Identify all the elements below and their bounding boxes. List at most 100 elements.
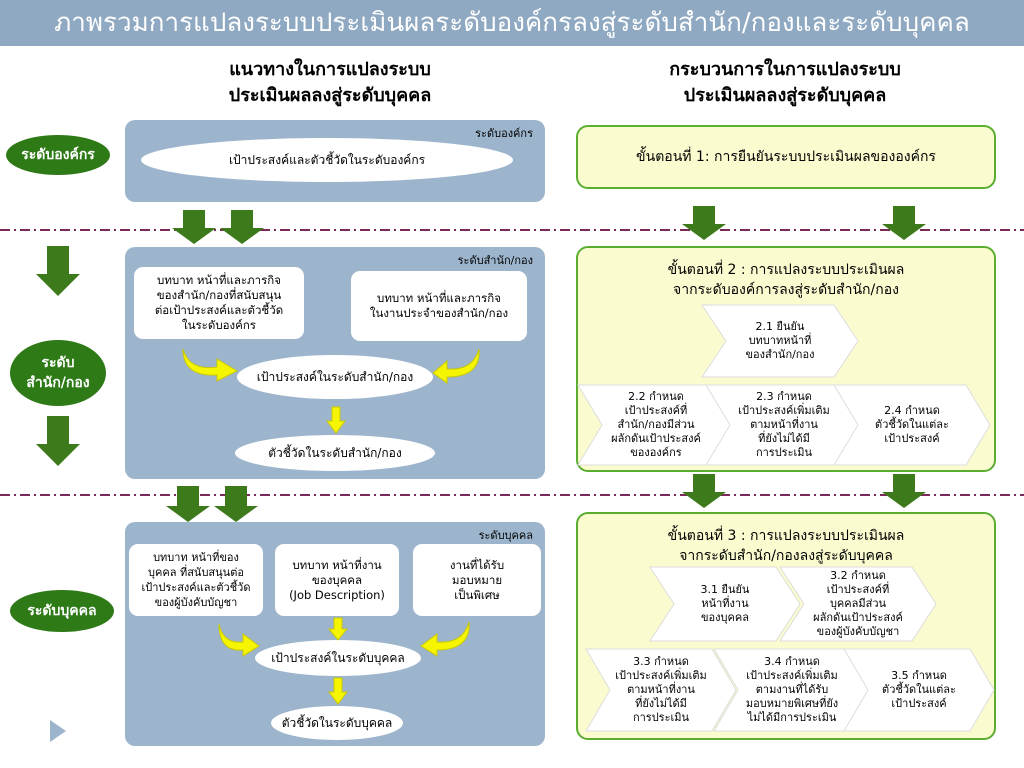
step-3-5-line-1: 3.5 กำหนด — [891, 669, 947, 682]
step-3-4-line-5: ไม่ได้มีการประเมิน — [747, 711, 837, 724]
chevron-step-icon — [649, 566, 801, 642]
step-3-title-line-1: ขั้นตอนที่ 3 : การแปลงระบบประเมินผล — [667, 528, 905, 544]
step-3-title-line-2: จากระดับสำนัก/กองลงสู่ระดับบุคคล — [679, 548, 893, 564]
step-2-3-line-3: ตามหน้าที่งาน — [750, 418, 818, 431]
step-2-3-line-4: ที่ยังไม่ได้มี — [758, 432, 810, 445]
person-panel: ระดับบุคคล บทบาท หน้าที่ของ บุคคล ที่สนั… — [125, 522, 545, 746]
step-3-3-line-4: ที่ยังไม่ได้มี — [635, 697, 687, 710]
left-heading-line-2: ประเมินผลลงสู่ระดับบุคคล — [228, 85, 432, 106]
division-role-line-2: ของสำนัก/กองที่สนับสนุน — [156, 288, 282, 302]
down-arrow-icon — [172, 210, 216, 244]
person-kpi-ellipse: ตัวชี้วัดในระดับบุคคล — [271, 706, 403, 740]
step-2-1-line-3: ของสำนัก/กอง — [745, 348, 815, 361]
division-kpi-text: ตัวชี้วัดในระดับสำนัก/กอง — [268, 445, 402, 460]
level-badge-org-label: ระดับองค์กร — [21, 147, 95, 163]
step-3-2-line-4: ผลักดันเป้าประสงค์ — [813, 611, 903, 624]
org-panel-label: ระดับองค์กร — [475, 127, 533, 140]
step-2-2-line-4: ผลักดันเป้าประสงค์ — [611, 432, 701, 445]
step-3-2-line-2: เป้าประสงค์ที่ — [826, 583, 890, 596]
step-3-1-line-2: หน้าที่งาน — [701, 597, 749, 610]
person-support-line-1: บทบาท หน้าที่ของ — [153, 551, 239, 564]
curved-arrow-icon — [218, 623, 260, 657]
person-support-box: บทบาท หน้าที่ของ บุคคล ที่สนับสนุนต่อ เป… — [129, 544, 263, 616]
level-badge-division: ระดับ สำนัก/กอง — [10, 340, 106, 406]
curved-arrow-icon — [432, 348, 480, 384]
step-2-4-chevron: 2.4 กำหนดตัวชี้วัดในแต่ละเป้าประสงค์ — [833, 384, 991, 466]
level-badge-division-line-2: สำนัก/กอง — [26, 375, 90, 391]
person-panel-label: ระดับบุคคล — [478, 529, 533, 542]
page-title: ภาพรวมการแปลงระบบประเมินผลระดับองค์กรลงส… — [54, 8, 970, 38]
step-3-3-line-1: 3.3 กำหนด — [633, 655, 689, 668]
left-heading: แนวทางในการแปลงระบบ ประเมินผลลงสู่ระดับบ… — [180, 57, 480, 109]
down-arrow-icon — [166, 486, 210, 522]
person-support-line-4: ของผู้บังคับบัญชา — [154, 596, 238, 609]
person-job-line-2: ของบุคคล — [311, 572, 363, 587]
step-3-2-line-5: ของผู้บังคับบัญชา — [816, 625, 900, 638]
person-support-line-3: เป้าประสงค์และตัวชี้วัด — [141, 581, 251, 594]
division-routine-line-1: บทบาท หน้าที่และภารกิจ — [377, 291, 501, 305]
step-2-4-line-3: เป้าประสงค์ — [884, 432, 940, 445]
chevron-step-icon — [843, 648, 995, 732]
person-goal-text: เป้าประสงค์ในระดับบุคคล — [271, 650, 405, 665]
person-job-line-1: บทบาท หน้าที่งาน — [292, 557, 382, 572]
step-3-1-line-1: 3.1 ยืนยัน — [700, 583, 750, 596]
yellow-down-arrow-icon — [328, 677, 348, 705]
person-special-box: งานที่ได้รับ มอบหมาย เป็นพิเศษ — [413, 544, 541, 616]
person-support-line-2: บุคคล ที่สนับสนุนต่อ — [148, 566, 244, 579]
step-3-4-line-3: ตามงานที่ได้รับ — [755, 683, 829, 696]
division-goal-ellipse: เป้าประสงค์ในระดับสำนัก/กอง — [237, 355, 433, 399]
step-3-2-line-1: 3.2 กำหนด — [830, 569, 886, 582]
step-2-2-line-3: สำนัก/กองมีส่วน — [617, 418, 695, 431]
step-3-3-line-5: การประเมิน — [632, 711, 690, 724]
right-heading: กระบวนการในการแปลงระบบ ประเมินผลลงสู่ระด… — [610, 57, 960, 109]
step-3-4-line-2: เป้าประสงค์เพิ่มเติม — [746, 669, 838, 682]
level-badge-org: ระดับองค์กร — [6, 135, 110, 175]
division-role-line-1: บทบาท หน้าที่และภารกิจ — [157, 273, 281, 287]
down-arrow-icon — [682, 474, 726, 508]
right-heading-line-2: ประเมินผลลงสู่ระดับบุคคล — [683, 85, 887, 106]
title-bar: ภาพรวมการแปลงระบบประเมินผลระดับองค์กรลงส… — [0, 0, 1024, 46]
left-heading-line-1: แนวทางในการแปลงระบบ — [229, 59, 431, 80]
down-arrow-icon — [882, 206, 926, 240]
down-arrow-icon — [36, 246, 80, 296]
division-role-line-4: ในระดับองค์กร — [182, 318, 256, 332]
down-arrow-icon — [36, 416, 80, 466]
down-arrow-icon — [682, 206, 726, 240]
triangle-next-icon[interactable] — [50, 720, 66, 742]
level-badge-division-line-1: ระดับ — [41, 355, 75, 371]
division-panel-label: ระดับสำนัก/กอง — [457, 254, 533, 267]
chevron-step-icon — [833, 384, 991, 466]
step-3-5-line-2: ตัวชี้วัดในแต่ละ — [882, 683, 956, 696]
down-arrow-icon — [882, 474, 926, 508]
step-2-1-line-2: บทบาทหน้าที่ — [748, 334, 812, 347]
step-2-4-line-1: 2.4 กำหนด — [884, 404, 940, 417]
chevron-step-icon — [701, 304, 859, 378]
step-2-title: ขั้นตอนที่ 2 : การแปลงระบบประเมินผล จากร… — [578, 260, 994, 300]
step-3-1-line-3: ของบุคคล — [701, 611, 749, 624]
divider-bottom — [0, 494, 1024, 496]
step-3-3-line-3: ตามหน้าที่งาน — [627, 683, 695, 696]
divider-top — [0, 229, 1024, 231]
step-2-1-line-1: 2.1 ยืนยัน — [755, 320, 805, 333]
step-3-2-chevron: 3.2 กำหนดเป้าประสงค์ที่บุคคลมีส่วนผลักดั… — [779, 566, 937, 642]
level-badge-person: ระดับบุคคล — [10, 590, 114, 632]
person-job-box: บทบาท หน้าที่งาน ของบุคคล (Job Descripti… — [275, 544, 399, 616]
step-3-4-chevron: 3.4 กำหนดเป้าประสงค์เพิ่มเติมตามงานที่ได… — [713, 648, 871, 732]
step-2-2-line-1: 2.2 กำหนด — [628, 390, 684, 403]
step-2-2-line-2: เป้าประสงค์ที่ — [624, 404, 688, 417]
person-special-line-1: งานที่ได้รับ — [449, 557, 505, 572]
person-goal-ellipse: เป้าประสงค์ในระดับบุคคล — [255, 640, 421, 676]
org-goal-ellipse: เป้าประสงค์และตัวชี้วัดในระดับองค์กร — [141, 138, 513, 182]
step-2-3-line-2: เป้าประสงค์เพิ่มเติม — [738, 404, 830, 417]
down-arrow-icon — [220, 210, 264, 244]
step-2-1-chevron: 2.1 ยืนยันบทบาทหน้าที่ของสำนัก/กอง — [701, 304, 859, 378]
division-role-box: บทบาท หน้าที่และภารกิจ ของสำนัก/กองที่สน… — [134, 267, 304, 339]
step-2-title-line-2: จากระดับองค์การลงสู่ระดับสำนัก/กอง — [673, 282, 899, 298]
person-job-line-3: (Job Description) — [289, 587, 385, 602]
step-3-3-chevron: 3.3 กำหนดเป้าประสงค์เพิ่มเติมตามหน้าที่ง… — [585, 648, 737, 732]
division-panel: ระดับสำนัก/กอง บทบาท หน้าที่และภารกิจ ขอ… — [125, 247, 545, 479]
curved-arrow-icon — [182, 348, 239, 382]
step-1-title: ขั้นตอนที่ 1: การยืนยันระบบประเมินผลของอ… — [636, 149, 936, 165]
org-goal-text: เป้าประสงค์และตัวชี้วัดในระดับองค์กร — [228, 152, 426, 167]
curved-arrow-icon — [420, 621, 470, 657]
